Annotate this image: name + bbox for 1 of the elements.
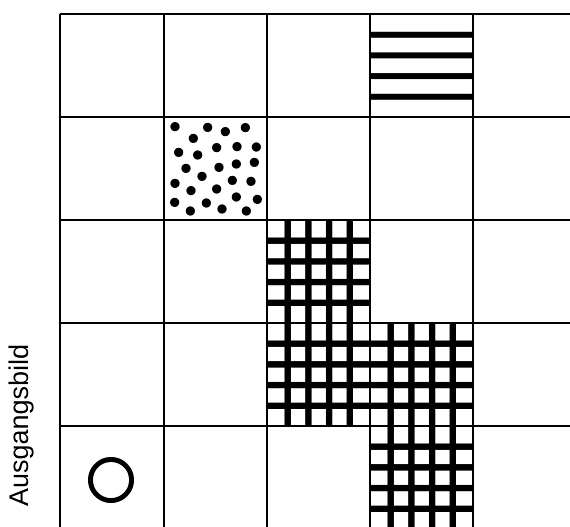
side-label: Ausgangsbild: [8, 346, 34, 506]
